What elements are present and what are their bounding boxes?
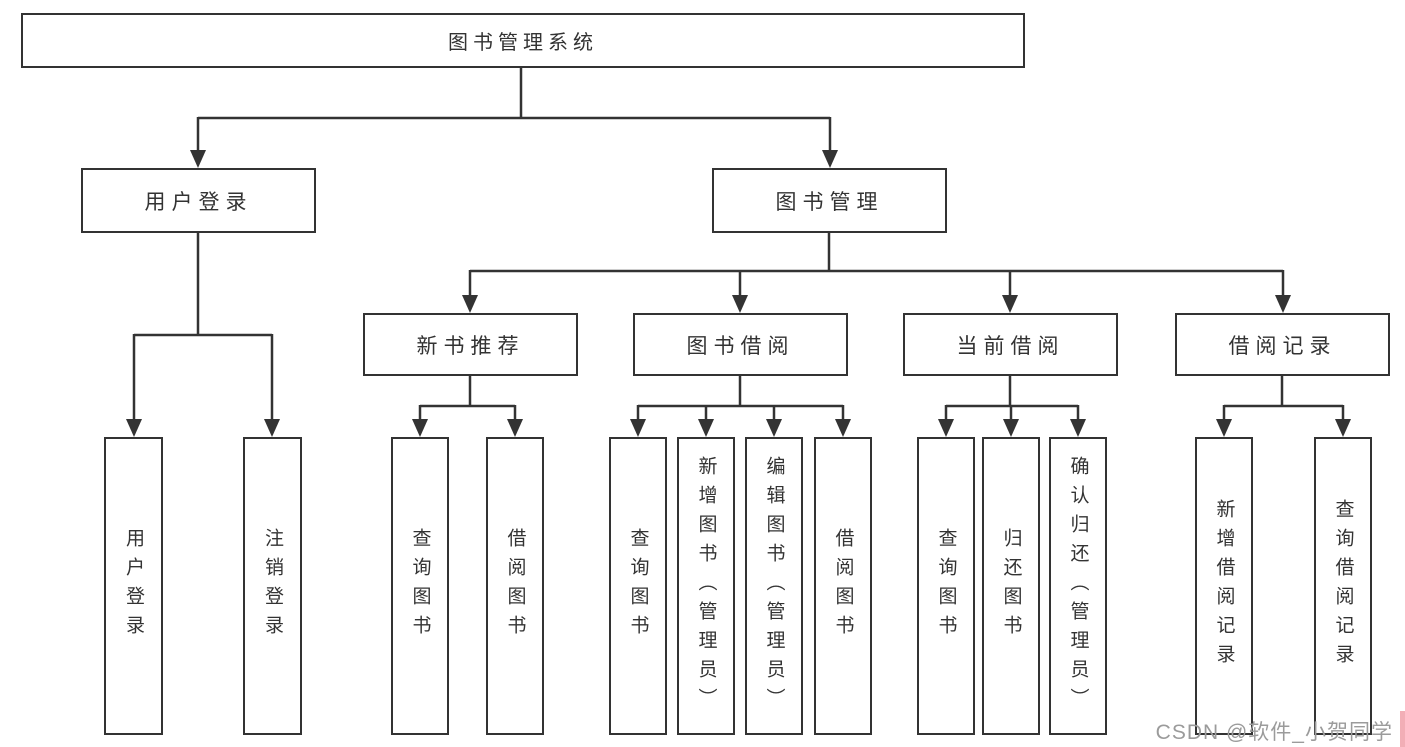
node-user-login: 用户登录: [81, 168, 316, 233]
leaf-label: 查询图书: [627, 528, 649, 644]
node-leaf-add-book-admin: 新增图书（管理员）: [677, 437, 735, 735]
csdn-watermark: CSDN @软件_小贺同学: [1155, 721, 1393, 744]
edge-root-to-level2: [196, 68, 832, 151]
edge-user-login-to-leaves: [132, 233, 274, 420]
watermark-accent-mark: [1400, 711, 1405, 747]
node-leaf-confirm-return-admin: 确认归还（管理员）: [1049, 437, 1107, 735]
node-new-book-recommend-label: 新书推荐: [416, 334, 525, 358]
node-borrow-records: 借阅记录: [1175, 313, 1390, 376]
node-book-borrow: 图书借阅: [633, 313, 848, 376]
node-book-management: 图书管理: [712, 168, 947, 233]
node-current-borrow-label: 当前借阅: [956, 334, 1065, 358]
node-leaf-user-login: 用户登录: [104, 437, 163, 735]
leaf-label: 查询借阅记录: [1332, 499, 1354, 673]
leaf-label: 新增图书（管理员）: [695, 455, 717, 717]
node-leaf-return-book: 归还图书: [982, 437, 1040, 735]
leaf-label: 编辑图书（管理员）: [763, 455, 785, 717]
node-leaf-logout: 注销登录: [243, 437, 302, 735]
node-root-label: 图书管理系统: [448, 32, 598, 54]
node-leaf-query-book-3: 查询图书: [917, 437, 975, 735]
leaf-label: 用户登录: [123, 528, 144, 644]
edge-book-management-to-level3: [468, 233, 1285, 296]
node-book-management-label: 图书管理: [775, 190, 884, 214]
node-leaf-query-book-1: 查询图书: [391, 437, 449, 735]
node-new-book-recommend: 新书推荐: [363, 313, 578, 376]
node-leaf-borrow-book-1: 借阅图书: [486, 437, 544, 735]
leaf-label: 注销登录: [262, 528, 283, 644]
node-current-borrow: 当前借阅: [903, 313, 1118, 376]
node-leaf-query-book-2: 查询图书: [609, 437, 667, 735]
node-borrow-records-label: 借阅记录: [1228, 334, 1337, 358]
leaf-label: 借阅图书: [504, 528, 526, 644]
leaf-label: 归还图书: [1000, 528, 1022, 644]
node-leaf-add-borrow-record: 新增借阅记录: [1195, 437, 1253, 735]
leaf-label: 确认归还（管理员）: [1067, 455, 1089, 717]
leaf-label: 新增借阅记录: [1213, 499, 1235, 673]
node-user-login-label: 用户登录: [144, 190, 253, 214]
leaf-label: 查询图书: [409, 528, 431, 644]
leaf-label: 查询图书: [935, 528, 957, 644]
node-leaf-query-borrow-record: 查询借阅记录: [1314, 437, 1372, 735]
leaf-label: 借阅图书: [832, 528, 854, 644]
node-leaf-borrow-book-2: 借阅图书: [814, 437, 872, 735]
node-root: 图书管理系统: [21, 13, 1025, 68]
node-leaf-edit-book-admin: 编辑图书（管理员）: [745, 437, 803, 735]
node-book-borrow-label: 图书借阅: [686, 334, 795, 358]
edge-level3-to-leaves: [418, 376, 1345, 420]
